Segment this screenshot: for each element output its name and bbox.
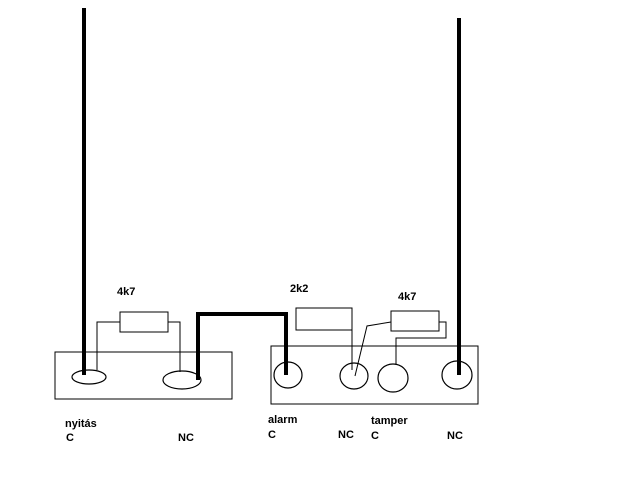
resistor-r2-label: 2k2 [290, 283, 308, 295]
resistor-r1-label: 4k7 [117, 286, 135, 298]
alarm-label: alarm [268, 414, 298, 426]
resistor-r2 [295, 307, 353, 331]
resistor-r1-lead-left [96, 321, 120, 370]
alarm-nc-label: NC [338, 429, 354, 441]
nyitas-nc-label: NC [178, 432, 194, 444]
nyitas-label: nyitás [65, 418, 97, 430]
right-terminal-block [270, 345, 479, 405]
terminal-nyitas-nc [162, 370, 202, 390]
terminal-nyitas-c [71, 369, 107, 385]
tamper-label: tamper [371, 415, 408, 427]
left-terminal-block [54, 351, 233, 400]
resistor-r3-label: 4k7 [398, 291, 416, 303]
terminal-alarm-nc [339, 362, 369, 390]
terminal-tamper-c [377, 363, 409, 393]
alarm-c-label: C [268, 429, 276, 441]
tamper-c-label: C [371, 430, 379, 442]
tamper-nc-label: NC [447, 430, 463, 442]
resistor-r3 [390, 310, 440, 332]
resistor-r3-lead-left [354, 321, 392, 377]
bridge-wire [196, 312, 288, 380]
resistor-r1 [119, 311, 169, 333]
nyitas-c-label: C [66, 432, 74, 444]
resistor-r1-lead-right [168, 321, 181, 372]
resistor-r3-lead-right [395, 321, 447, 365]
